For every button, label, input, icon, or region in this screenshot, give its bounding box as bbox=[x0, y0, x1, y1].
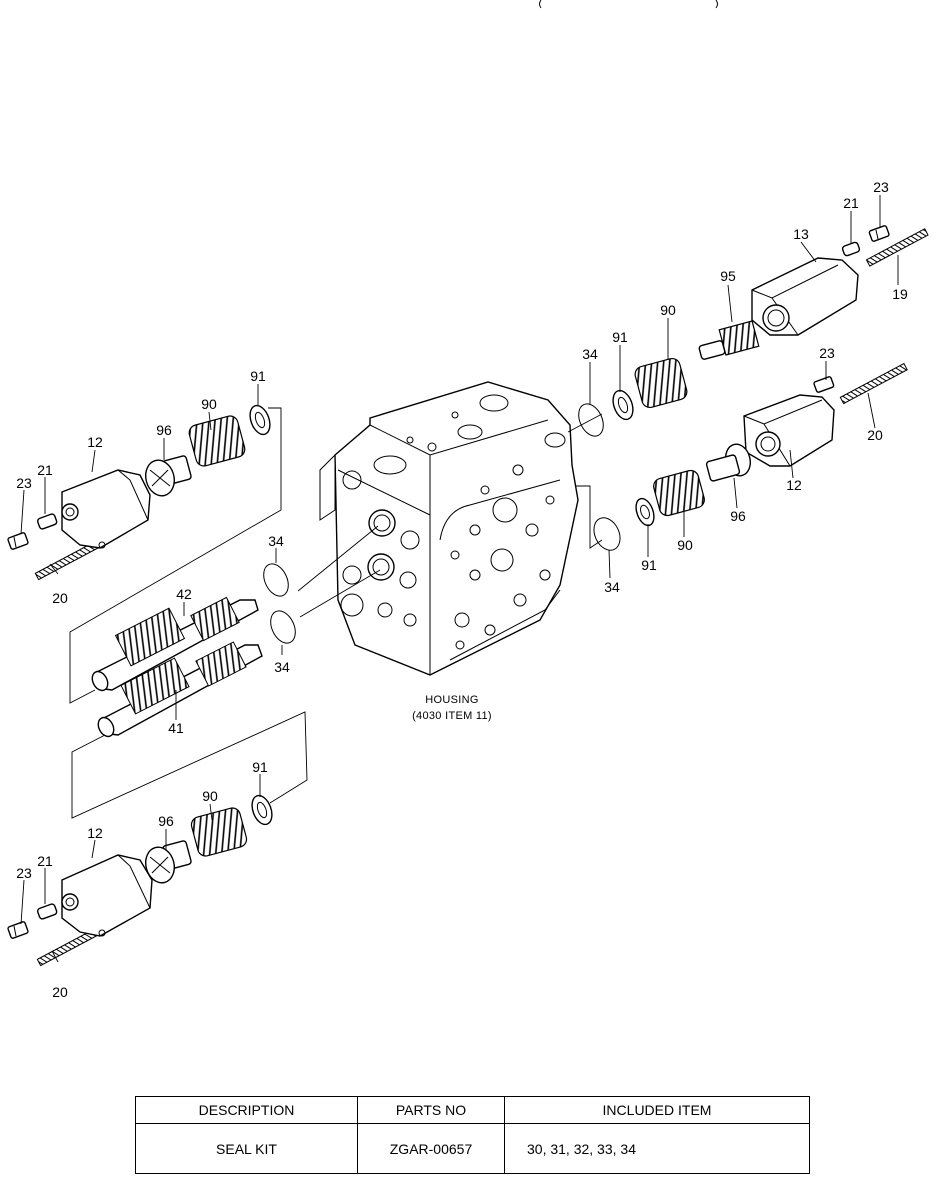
callout-42: 42 bbox=[176, 586, 192, 602]
plug-21-left bbox=[36, 513, 58, 530]
spring-90-right bbox=[653, 469, 705, 517]
callout-96: 96 bbox=[158, 813, 174, 829]
washer-91-bottom bbox=[251, 794, 273, 826]
assembly-lines bbox=[69, 407, 603, 819]
callout-34: 34 bbox=[582, 346, 598, 362]
callout-91: 91 bbox=[250, 368, 266, 384]
callout-96: 96 bbox=[730, 508, 746, 524]
callout-90: 90 bbox=[660, 302, 676, 318]
oring-34-left-a bbox=[263, 563, 289, 597]
cover-13 bbox=[751, 257, 859, 336]
callout-23: 23 bbox=[819, 345, 835, 361]
plug-23-left bbox=[7, 532, 29, 550]
callout-12: 12 bbox=[87, 825, 103, 841]
spool-41 bbox=[97, 641, 263, 738]
callout-21: 21 bbox=[37, 853, 53, 869]
cover-12-right bbox=[743, 394, 835, 467]
housing-reference: (4030 ITEM 11) bbox=[412, 710, 492, 722]
callout-34: 34 bbox=[604, 579, 620, 595]
oring-34-right bbox=[593, 517, 621, 551]
table-header-row: DESCRIPTION PARTS NO INCLUDED ITEM bbox=[135, 1096, 810, 1124]
piston-96-bottom bbox=[144, 840, 192, 884]
piston-95 bbox=[698, 320, 760, 360]
callout-91: 91 bbox=[612, 329, 628, 345]
callout-95: 95 bbox=[720, 268, 736, 284]
plug-21-bottom bbox=[36, 903, 58, 920]
washer-91-top bbox=[612, 389, 634, 421]
housing-label: HOUSING bbox=[425, 694, 478, 706]
callout-91: 91 bbox=[252, 759, 268, 775]
callout-34: 34 bbox=[274, 659, 290, 675]
callout-20: 20 bbox=[867, 427, 883, 443]
header-parts-no: PARTS NO bbox=[357, 1096, 505, 1124]
callout-23: 23 bbox=[16, 475, 32, 491]
seal-kit-table: DESCRIPTION PARTS NO INCLUDED ITEM SEAL … bbox=[135, 1096, 810, 1174]
washer-91-left bbox=[249, 404, 271, 436]
callout-23: 23 bbox=[16, 865, 32, 881]
table-row: SEAL KIT ZGAR-00657 30, 31, 32, 33, 34 bbox=[135, 1123, 810, 1174]
clipped-title-remnant bbox=[539, 0, 718, 9]
leader-lines bbox=[20, 195, 899, 963]
callout-90: 90 bbox=[201, 396, 217, 412]
callout-90: 90 bbox=[677, 537, 693, 553]
plug-23-top bbox=[868, 225, 890, 242]
bolt-20-right bbox=[839, 362, 908, 405]
plug-23-mid bbox=[813, 376, 835, 393]
spring-90-top bbox=[634, 357, 688, 409]
spring-90-left bbox=[188, 415, 246, 467]
header-description: DESCRIPTION bbox=[135, 1096, 358, 1124]
bolt-19 bbox=[865, 228, 929, 267]
callout-21: 21 bbox=[843, 195, 859, 211]
callout-20: 20 bbox=[52, 984, 68, 1000]
cell-parts-no: ZGAR-00657 bbox=[357, 1123, 505, 1174]
callout-21: 21 bbox=[37, 462, 53, 478]
piston-96-right bbox=[705, 443, 752, 482]
callout-34: 34 bbox=[268, 533, 284, 549]
header-included-item: INCLUDED ITEM bbox=[504, 1096, 810, 1124]
washer-91-right bbox=[635, 497, 655, 527]
piston-96-left bbox=[144, 455, 192, 497]
spring-90-bottom bbox=[190, 807, 248, 857]
housing bbox=[319, 381, 579, 676]
spool-42 bbox=[91, 596, 259, 692]
plug-23-bottom bbox=[7, 921, 29, 939]
callout-12: 12 bbox=[786, 477, 802, 493]
oring-34-left-b bbox=[270, 610, 296, 644]
callout-13: 13 bbox=[793, 226, 809, 242]
cover-12-left bbox=[61, 469, 151, 549]
callout-12: 12 bbox=[87, 434, 103, 450]
callout-96: 96 bbox=[156, 422, 172, 438]
callout-19: 19 bbox=[892, 286, 908, 302]
cover-12-bottom bbox=[61, 854, 153, 937]
cell-included-item: 30, 31, 32, 33, 34 bbox=[504, 1123, 810, 1174]
callout-91: 91 bbox=[641, 557, 657, 573]
callout-23: 23 bbox=[873, 179, 889, 195]
callout-20: 20 bbox=[52, 590, 68, 606]
cell-description: SEAL KIT bbox=[135, 1123, 358, 1174]
plug-21-top bbox=[841, 241, 861, 257]
callouts: 13 21 23 19 95 90 91 34 23 20 12 96 90 9… bbox=[16, 179, 908, 1000]
callout-41: 41 bbox=[168, 720, 184, 736]
callout-90: 90 bbox=[202, 788, 218, 804]
